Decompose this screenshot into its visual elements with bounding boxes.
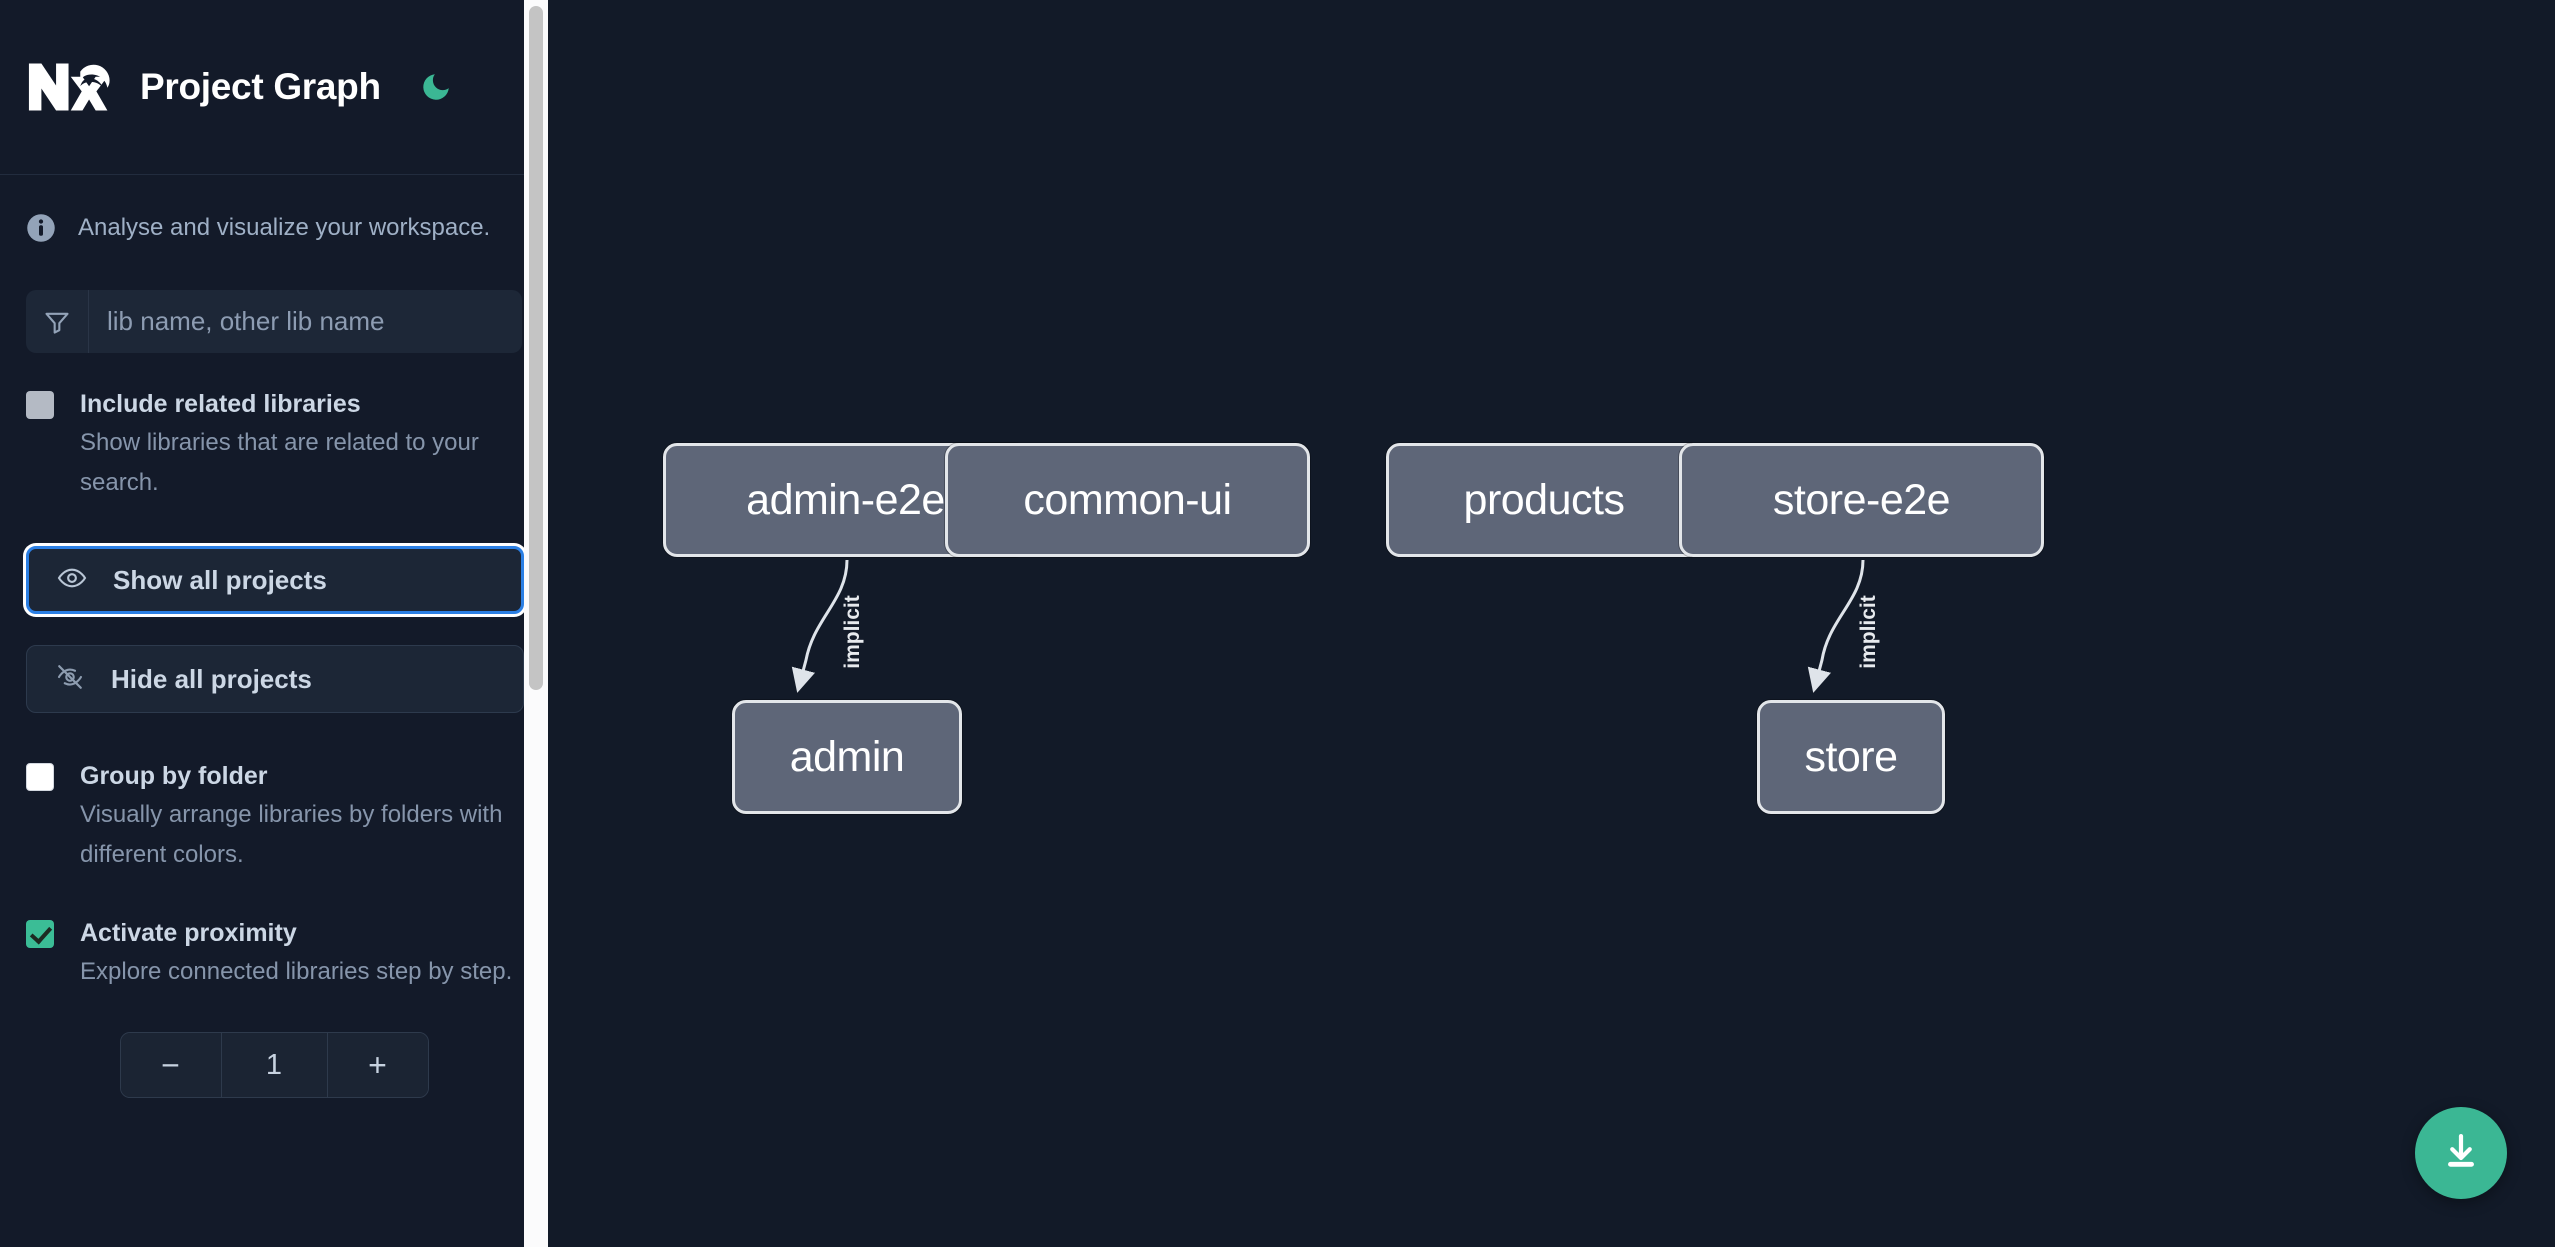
activate-proximity-checkbox[interactable] [26, 920, 54, 948]
group-by-folder-label: Group by folder [80, 762, 268, 790]
show-all-projects-button[interactable]: Show all projects [26, 546, 524, 614]
sidebar-header: Project Graph [0, 0, 548, 175]
graph-node-store-e2e[interactable]: store-e2e [1679, 443, 2044, 557]
info-icon [26, 213, 56, 243]
graph-node-label: admin [789, 732, 905, 781]
graph-node-admin[interactable]: admin [732, 700, 962, 814]
hide-all-projects-button[interactable]: Hide all projects [26, 645, 524, 713]
edge-admin-e2e-admin [791, 559, 849, 693]
include-related-label: Include related libraries [80, 390, 361, 418]
include-related-description: Show libraries that are related to your … [80, 429, 479, 496]
activate-proximity-description: Explore connected libraries step by step… [80, 958, 513, 985]
option-group-by-folder[interactable]: Group by folder Visually arrange librari… [26, 757, 522, 875]
show-all-projects-label: Show all projects [113, 564, 327, 595]
tagline-text: Analyse and visualize your workspace. [78, 214, 491, 241]
proximity-increment-button[interactable]: + [327, 1033, 428, 1097]
page-title: Project Graph [140, 66, 381, 107]
group-by-folder-checkbox[interactable] [26, 763, 54, 791]
graph-node-products[interactable]: products [1386, 443, 1702, 557]
activate-proximity-label: Activate proximity [80, 919, 297, 947]
filter-row [26, 290, 522, 353]
moon-icon[interactable] [413, 64, 459, 110]
visibility-buttons: Show all projects Hide all projects [26, 546, 524, 713]
proximity-value[interactable]: 1 [220, 1033, 328, 1097]
graph-node-store[interactable]: store [1757, 700, 1945, 814]
sidebar: Project Graph Analyse and visualize your… [0, 0, 548, 1247]
edge-store-e2e-store [1807, 559, 1865, 693]
hide-all-projects-label: Hide all projects [111, 663, 312, 694]
eye-off-icon [55, 662, 85, 697]
nx-logo-icon [26, 56, 114, 118]
option-activate-proximity[interactable]: Activate proximity Explore connected lib… [26, 914, 522, 992]
sidebar-tagline: Analyse and visualize your workspace. [0, 175, 548, 243]
filter-icon [26, 290, 89, 353]
graph-node-label: products [1463, 475, 1625, 524]
include-related-checkbox[interactable] [26, 391, 54, 419]
download-graph-button[interactable] [2415, 1107, 2507, 1199]
graph-node-label: store [1804, 732, 1898, 781]
graph-canvas[interactable]: admin-e2e common-ui products store-e2e admin… [548, 0, 2555, 1247]
sidebar-body: Include related libraries Show libraries… [0, 290, 548, 1098]
download-icon [2440, 1130, 2482, 1177]
graph-node-label: store-e2e [1772, 475, 1951, 524]
proximity-decrement-button[interactable]: − [120, 1033, 221, 1097]
graph-node-common-ui[interactable]: common-ui [945, 443, 1310, 557]
graph-node-label: admin-e2e [746, 475, 945, 524]
proximity-stepper: − 1 + [26, 1032, 522, 1098]
group-by-folder-description: Visually arrange libraries by folders wi… [80, 801, 503, 868]
graph-node-label: common-ui [1023, 475, 1232, 524]
sidebar-scrollbar-thumb[interactable] [529, 6, 543, 690]
search-input[interactable] [89, 290, 522, 353]
option-include-related[interactable]: Include related libraries Show libraries… [26, 385, 522, 503]
sidebar-scrollbar[interactable] [524, 0, 548, 1247]
eye-icon [57, 563, 87, 598]
